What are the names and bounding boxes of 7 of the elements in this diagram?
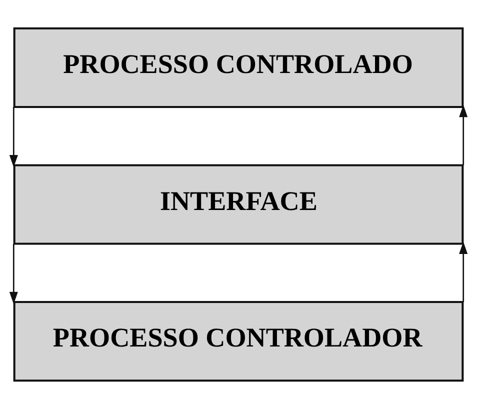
node-box: PROCESSO CONTROLADO bbox=[13, 26, 464, 108]
node-box: INTERFACE bbox=[13, 164, 464, 244]
arrow bbox=[459, 104, 468, 165]
arrow bbox=[459, 241, 468, 302]
arrow bbox=[9, 243, 18, 304]
arrow bbox=[9, 106, 18, 167]
node-box: PROCESSO CONTROLADOR bbox=[13, 300, 464, 382]
